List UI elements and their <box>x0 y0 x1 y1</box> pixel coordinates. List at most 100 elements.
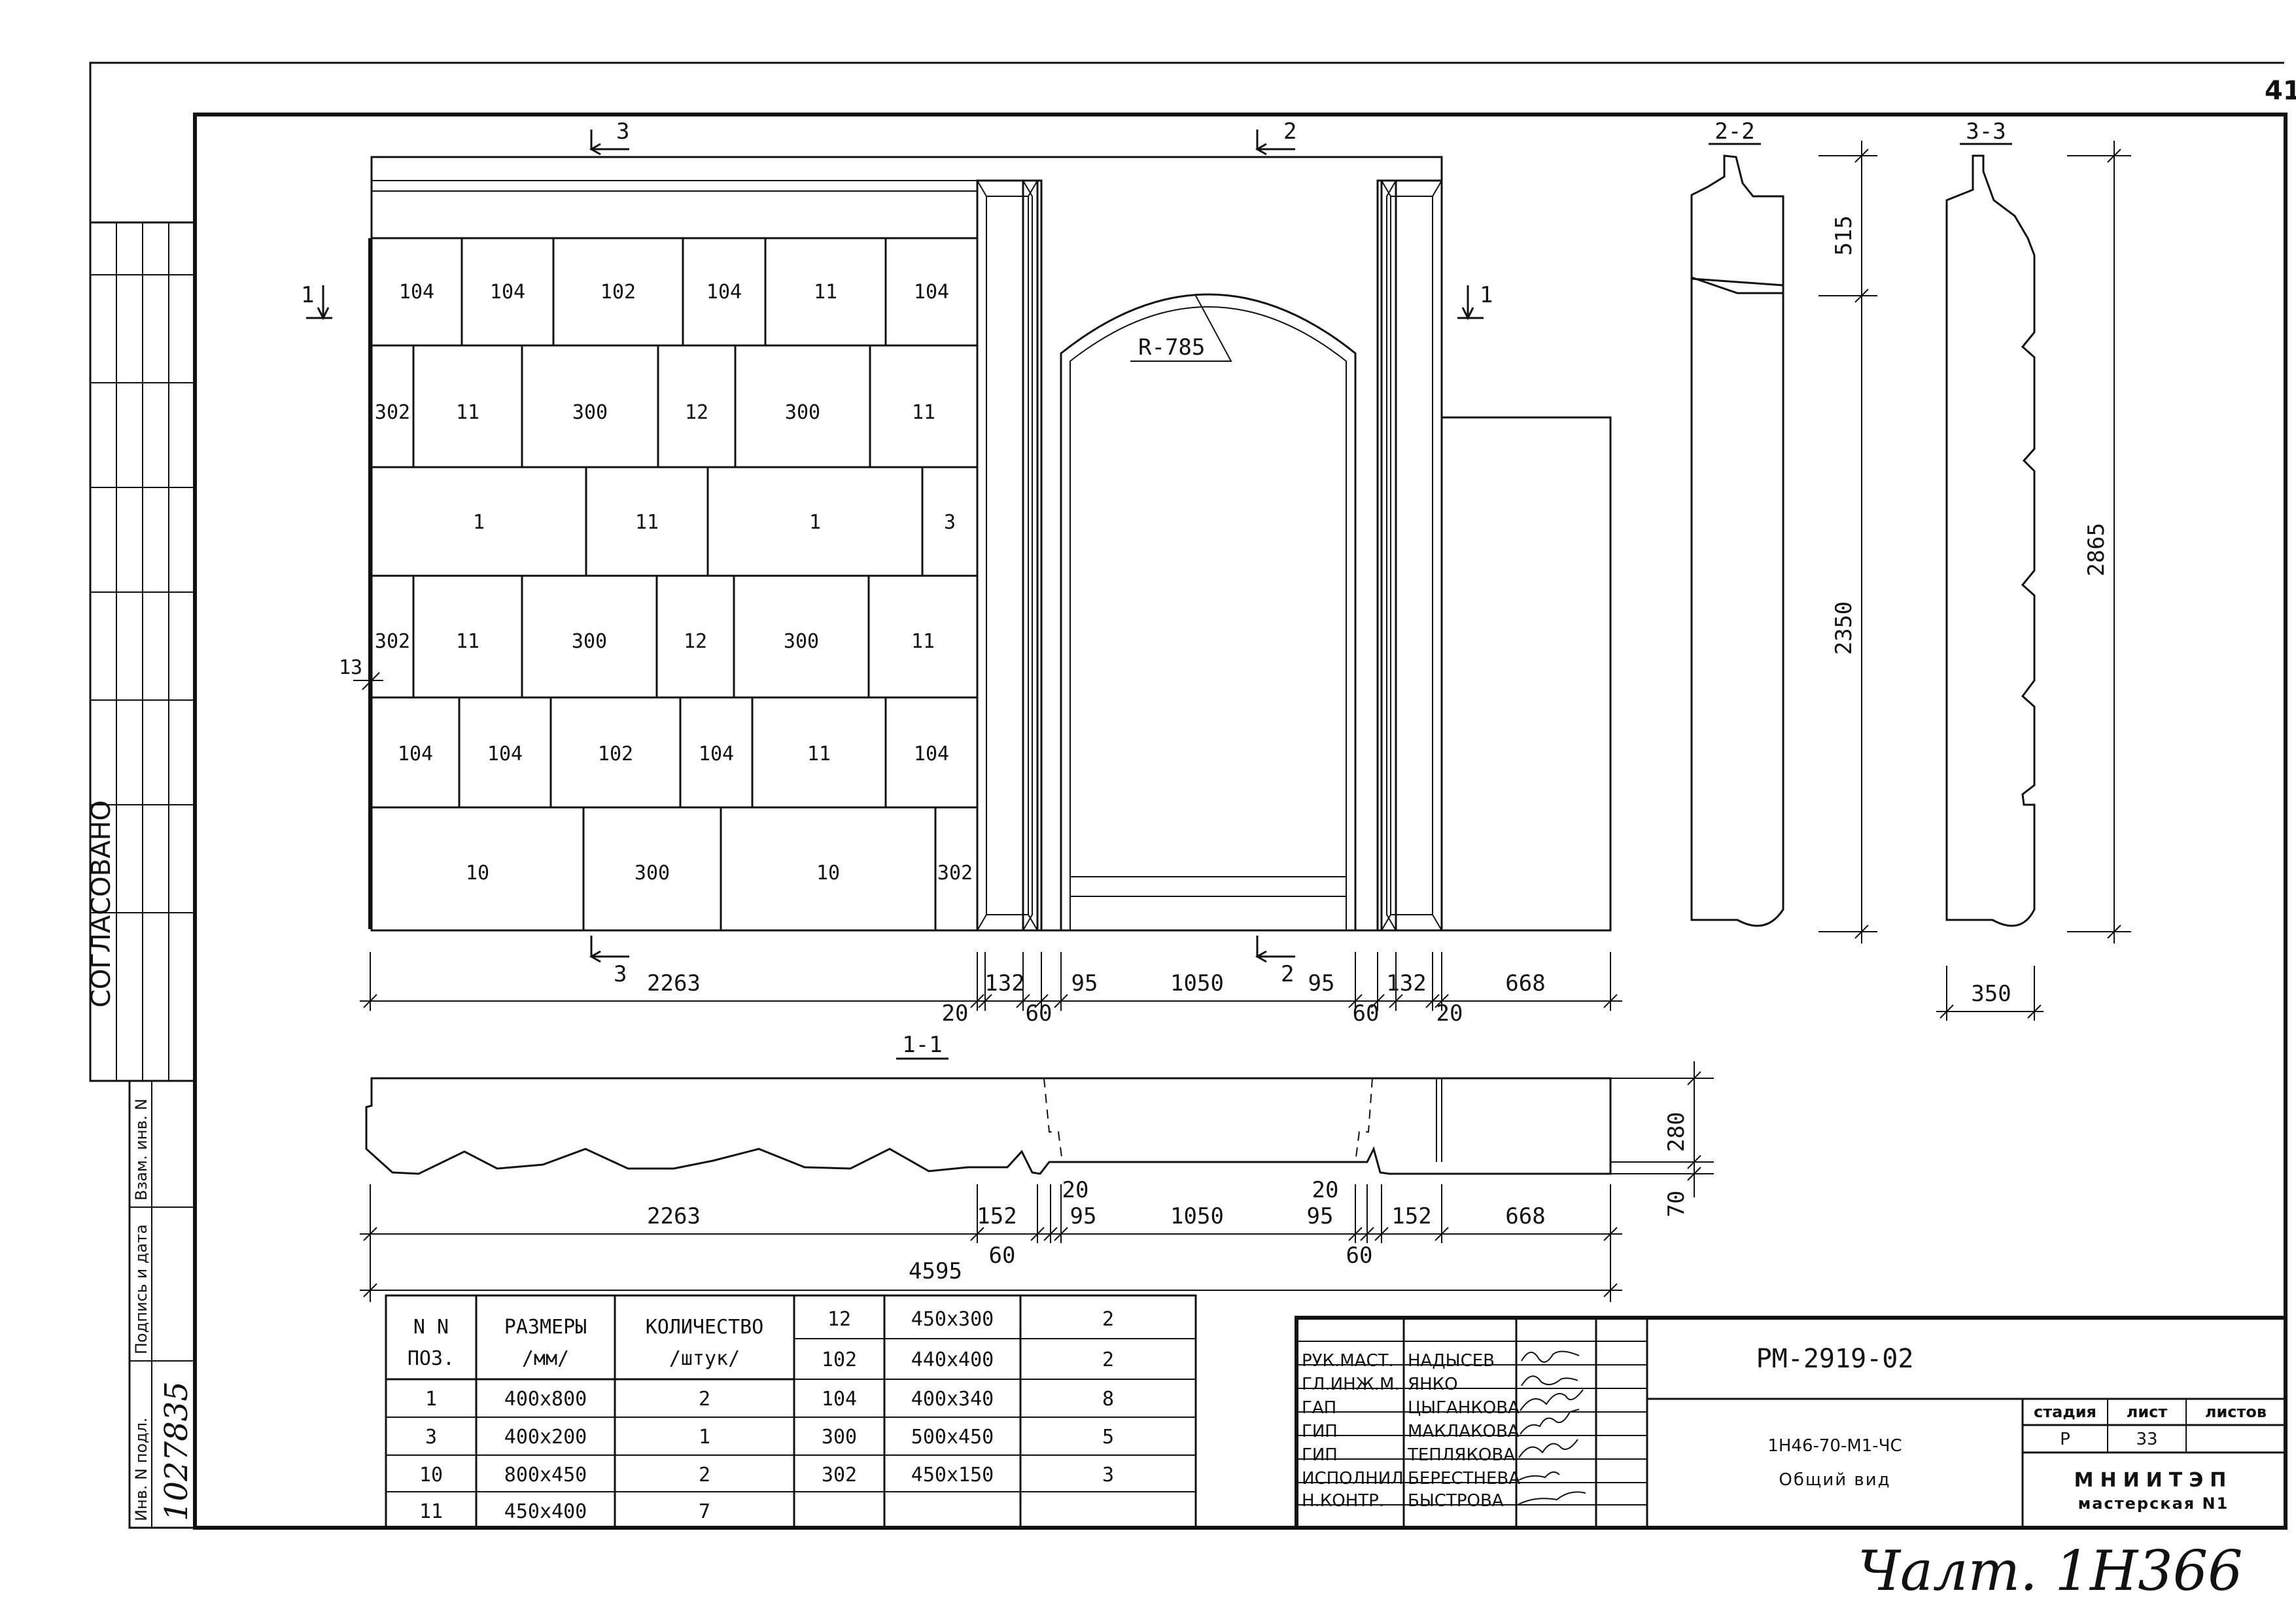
table-cell: 104 <box>822 1388 857 1411</box>
section-title-1-1: 1-1 <box>902 1032 942 1058</box>
dim-350: 350 <box>1971 981 2011 1007</box>
plan-dim-60-right: 60 <box>1346 1242 1373 1269</box>
section-mark-3-top: 3 <box>589 118 629 156</box>
block-label: 300 <box>572 401 608 424</box>
header-nn: N N <box>413 1316 449 1339</box>
plan-dim-152-left: 152 <box>977 1203 1017 1229</box>
plan-dimensions: 2263 152 60 20 95 1050 20 95 60 152 668 … <box>360 1177 1622 1302</box>
table-cell: 2 <box>1102 1308 1114 1331</box>
plan-dim-20-right: 20 <box>1312 1177 1339 1203</box>
drawing-code: РМ-2919-02 <box>1756 1344 1914 1374</box>
block-label: 302 <box>375 401 410 424</box>
role-label: ГИП <box>1302 1422 1338 1441</box>
spec-table: N N ПОЗ. РАЗМЕРЫ /мм/ КОЛИЧЕСТВО /штук/ … <box>385 1294 1197 1529</box>
sheet-corner-number: 41 <box>2265 76 2296 106</box>
table-cell: 1 <box>699 1426 710 1449</box>
left-pilaster <box>976 179 1043 932</box>
block-label: 104 <box>398 743 433 766</box>
plan-dim-2263: 2263 <box>647 1203 701 1229</box>
dim-1050: 1050 <box>1170 970 1224 996</box>
header-quantity: КОЛИЧЕСТВО <box>646 1316 764 1339</box>
sheet-value: 33 <box>2136 1430 2157 1449</box>
signatures <box>1517 1350 1586 1506</box>
dim-132-left: 132 <box>984 970 1024 996</box>
arch-radius-label: R-785 <box>1138 334 1205 361</box>
front-elevation: 104 104 102 104 11 104 302 11 300 12 300… <box>301 118 1612 987</box>
role-label: ГИП <box>1302 1445 1338 1465</box>
table-cell: 2 <box>699 1464 710 1487</box>
block-label: 11 <box>911 630 935 653</box>
svg-text:2: 2 <box>1283 118 1296 145</box>
plan-dim-total: 4595 <box>909 1258 962 1284</box>
block-label: 300 <box>785 401 820 424</box>
plan-dim-668: 668 <box>1505 1203 1545 1229</box>
sheet-header: лист <box>2127 1403 2168 1421</box>
plan-dim-60-left: 60 <box>989 1242 1016 1269</box>
block-label: 12 <box>684 630 707 653</box>
block-label: 104 <box>490 281 525 304</box>
gap-mark: 13 <box>339 656 383 690</box>
table-cell: 400x800 <box>504 1388 587 1411</box>
table-cell: 800x450 <box>504 1464 587 1487</box>
dim-2350: 2350 <box>1831 601 1857 655</box>
block-label: 11 <box>456 630 479 653</box>
person-name: БЕРЕСТНЕВА <box>1408 1469 1520 1488</box>
block-label: 1 <box>473 511 485 534</box>
table-cell: 8 <box>1102 1388 1114 1411</box>
stage-header: стадия <box>2034 1403 2096 1421</box>
table-cell: 102 <box>822 1348 857 1371</box>
block-label: 11 <box>456 401 479 424</box>
block-label: 12 <box>685 401 708 424</box>
svg-text:3: 3 <box>616 118 629 145</box>
person-name: ТЕПЛЯКОВА <box>1407 1445 1515 1465</box>
table-cell: 302 <box>822 1464 857 1487</box>
approval-stamp: СОГЛАСОВАНО <box>86 221 196 1082</box>
header-sizes: РАЗМЕРЫ <box>504 1316 587 1339</box>
right-pilaster <box>1376 179 1443 932</box>
block-label: 104 <box>706 281 742 304</box>
header-pos: ПОЗ. <box>408 1347 455 1370</box>
agreed-label: СОГЛАСОВАНО <box>86 800 116 1008</box>
plan-dim-1050: 1050 <box>1170 1203 1224 1229</box>
drawing-title: Общий вид <box>1779 1470 1890 1490</box>
table-cell: 450x300 <box>911 1308 994 1331</box>
elevation-dimensions: 2263 20 132 60 95 1050 95 60 132 20 668 <box>360 952 1622 1027</box>
dim-95-left: 95 <box>1071 970 1098 996</box>
plan-dim-20-left: 20 <box>1062 1177 1089 1203</box>
plan-section-1-1: 1-1 280 70 <box>365 1032 1714 1217</box>
section-mark-1-right: 1 <box>1457 282 1493 321</box>
block-label: 102 <box>598 743 633 766</box>
table-cell: 5 <box>1102 1426 1114 1449</box>
block-label: 104 <box>399 281 434 304</box>
dim-515: 515 <box>1831 215 1857 255</box>
stamp-label-inventory: Инв. N подл. <box>132 1417 150 1521</box>
svg-text:1: 1 <box>301 282 314 308</box>
block-label: 11 <box>912 401 935 424</box>
section-3-3: 3-3 2865 350 <box>1936 118 2131 1021</box>
project-code: 1Н46-70-М1-ЧС <box>1767 1436 1902 1456</box>
person-name: ЯНКО <box>1408 1375 1458 1394</box>
inventory-stamp: Взам. инв. N Подпись и дата Инв. N подл.… <box>128 1080 196 1529</box>
table-cell: 11 <box>419 1500 443 1523</box>
section-title-3-3: 3-3 <box>1966 118 2006 145</box>
dim-2263: 2263 <box>647 970 701 996</box>
block-label: 10 <box>466 862 489 885</box>
person-name: ЦЫГАНКОВА <box>1408 1398 1520 1418</box>
stamp-label-replaced-inv: Взам. инв. N <box>132 1099 150 1201</box>
block-label: 11 <box>635 511 659 534</box>
organization: МНИИТЭП <box>2074 1469 2233 1492</box>
role-label: ГАП <box>1302 1398 1336 1418</box>
block-label: 104 <box>914 281 949 304</box>
dim-280: 280 <box>1663 1112 1690 1152</box>
dim-668: 668 <box>1505 970 1545 996</box>
table-cell: 2 <box>1102 1348 1114 1371</box>
stamp-label-signature-date: Подпись и дата <box>132 1224 150 1354</box>
section-mark-2-top: 2 <box>1255 118 1296 156</box>
plan-dim-95-right: 95 <box>1307 1203 1334 1229</box>
block-label: 102 <box>600 281 636 304</box>
svg-text:1: 1 <box>1480 282 1493 308</box>
block-label: 104 <box>914 743 949 766</box>
title-block: РУК.МАСТ. НАДЫСЕВ ГЛ.ИНЖ.М. ЯНКО ГАП ЦЫГ… <box>1295 1316 2287 1530</box>
table-cell: 3 <box>1102 1464 1114 1487</box>
